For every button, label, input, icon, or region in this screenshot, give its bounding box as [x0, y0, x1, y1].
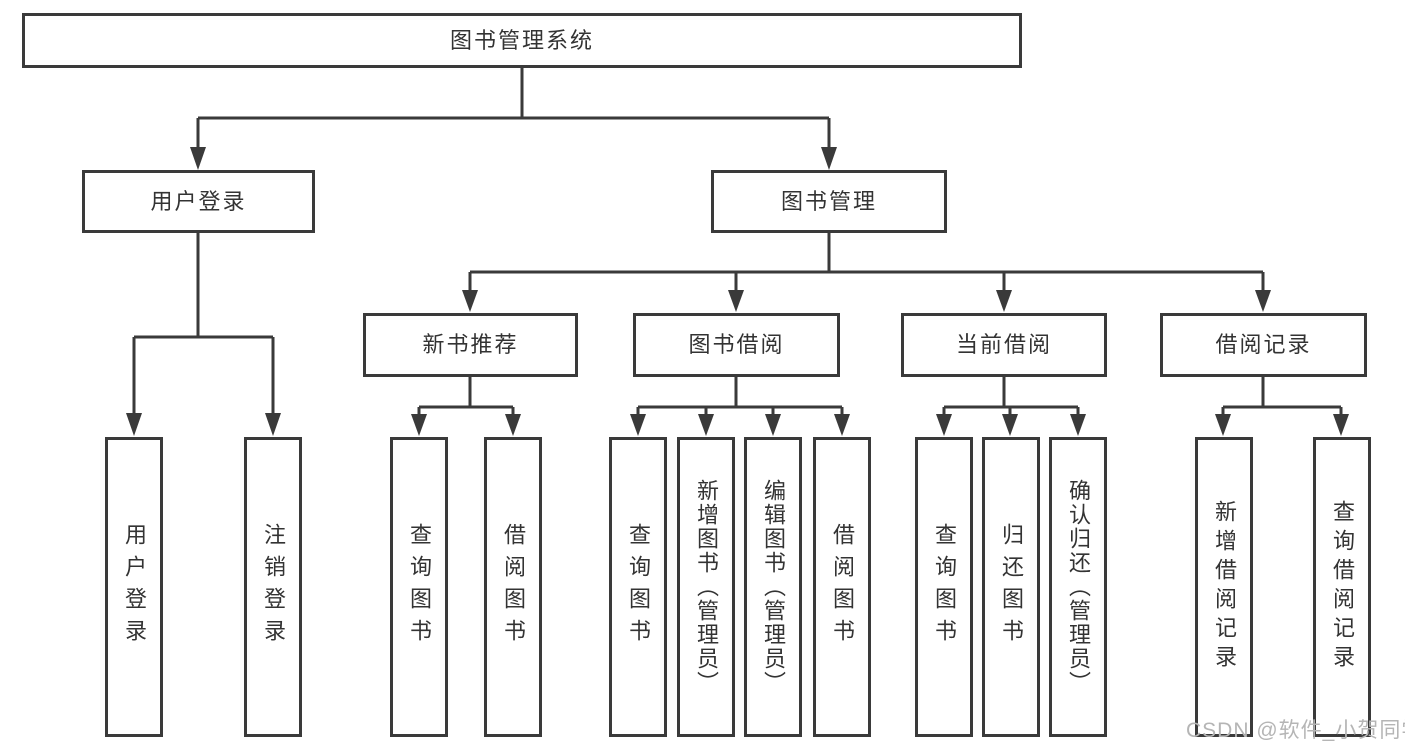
node-book-borrowing: 图书借阅	[633, 313, 840, 377]
csdn-watermark: CSDN @软件_小贺同学	[1186, 719, 1405, 742]
leaf-return-books: 归还图书	[982, 437, 1040, 737]
leaf-add-books-admin: 新增图书（管理员）	[677, 437, 735, 737]
leaf-label: 用户登录	[122, 523, 147, 651]
node-borrowing-records: 借阅记录	[1160, 313, 1367, 377]
leaf-label: 归还图书	[999, 523, 1024, 651]
leaf-label: 注销登录	[261, 523, 286, 651]
leaf-label: 查询图书	[407, 523, 432, 651]
leaf-query-borrow-record: 查询借阅记录	[1313, 437, 1371, 737]
leaf-query-books-current: 查询图书	[915, 437, 973, 737]
leaf-logout-login: 注销登录	[244, 437, 302, 737]
node-label: 图书管理系统	[449, 27, 594, 53]
node-user-login: 用户登录	[82, 170, 315, 233]
leaf-label: 查询图书	[626, 523, 651, 651]
node-book-management: 图书管理	[711, 170, 947, 233]
node-label: 当前借阅	[955, 332, 1052, 357]
leaf-user-login: 用户登录	[105, 437, 163, 737]
node-label: 借阅记录	[1215, 332, 1312, 357]
leaf-label: 新增借阅记录	[1212, 500, 1237, 674]
arrowheads	[126, 147, 1349, 436]
leaf-edit-books-admin: 编辑图书（管理员）	[744, 437, 802, 737]
leaf-confirm-return-admin: 确认归还（管理员）	[1049, 437, 1107, 737]
leaf-borrow-books-recommend: 借阅图书	[484, 437, 542, 737]
node-library-management-system: 图书管理系统	[22, 13, 1022, 68]
leaf-label: 查询图书	[932, 523, 957, 651]
leaf-label: 借阅图书	[830, 523, 855, 651]
node-new-book-recommendation: 新书推荐	[363, 313, 578, 377]
node-label: 新书推荐	[422, 332, 519, 357]
node-label: 图书借阅	[688, 332, 785, 357]
leaf-label: 借阅图书	[501, 523, 526, 651]
node-label: 图书管理	[780, 188, 877, 214]
node-current-borrowing: 当前借阅	[901, 313, 1107, 377]
leaf-add-borrow-record: 新增借阅记录	[1195, 437, 1253, 737]
leaf-query-books-recommend: 查询图书	[390, 437, 448, 737]
node-label: 用户登录	[150, 188, 247, 214]
leaf-label: 新增图书（管理员）	[694, 479, 719, 695]
leaf-label: 查询借阅记录	[1330, 500, 1355, 674]
leaf-borrow-books: 借阅图书	[813, 437, 871, 737]
leaf-label: 确认归还（管理员）	[1066, 479, 1091, 695]
leaf-query-books-borrowing: 查询图书	[609, 437, 667, 737]
leaf-label: 编辑图书（管理员）	[761, 479, 786, 695]
